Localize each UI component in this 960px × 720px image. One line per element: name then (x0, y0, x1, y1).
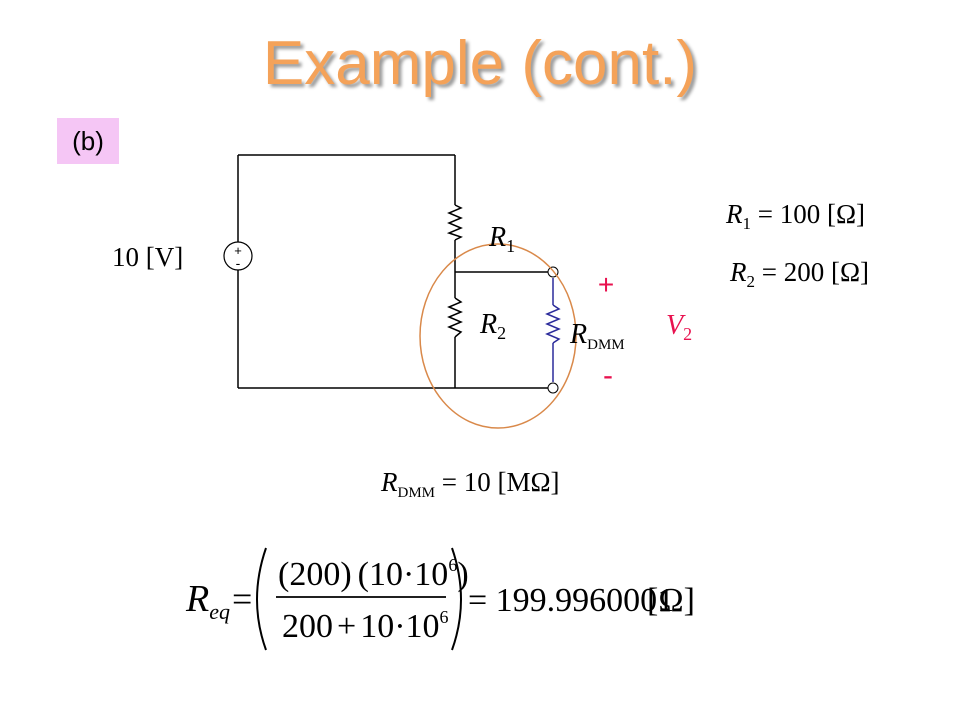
r1-label: R1 (488, 222, 515, 256)
dmm-terminal-bottom (547, 382, 559, 394)
v2-label: V2 (666, 310, 692, 344)
voltage-source: + - (223, 241, 253, 271)
left-paren (256, 547, 267, 651)
rdmm-resistor (545, 278, 561, 382)
source-minus: - (236, 255, 241, 271)
r2-label: R2 (479, 309, 506, 343)
given-r1: R1 = 100 [Ω] (725, 199, 865, 233)
r2-resistor (447, 297, 463, 338)
numerator: (200)(10·106) (278, 555, 469, 593)
r1-resistor (446, 204, 463, 241)
v2-plus-sign: + (598, 269, 614, 300)
source-plus: + (234, 243, 242, 258)
req-equals: = (232, 579, 252, 619)
page-title: Example (cont.) (262, 29, 698, 98)
denominator: 200+10·106 (282, 607, 449, 645)
source-voltage-label: 10 [V] (112, 242, 183, 272)
req-result: = 199.9960001 (468, 582, 674, 619)
right-paren (451, 547, 462, 651)
given-rdmm: RDMM = 10 [MΩ] (380, 467, 560, 501)
rdmm-label: RDMM (569, 319, 625, 353)
given-r2: R2 = 200 [Ω] (729, 257, 869, 291)
part-label: (b) (57, 118, 119, 164)
measurement-highlight-circle (419, 243, 577, 429)
v2-minus-sign: - (603, 359, 613, 392)
req-lhs: Req (185, 578, 230, 624)
req-equation: Req = (200)(10·106) 200+10·106 = 199.996… (185, 547, 695, 651)
req-unit: [Ω] (647, 582, 695, 619)
circuit-wires (237, 154, 553, 389)
